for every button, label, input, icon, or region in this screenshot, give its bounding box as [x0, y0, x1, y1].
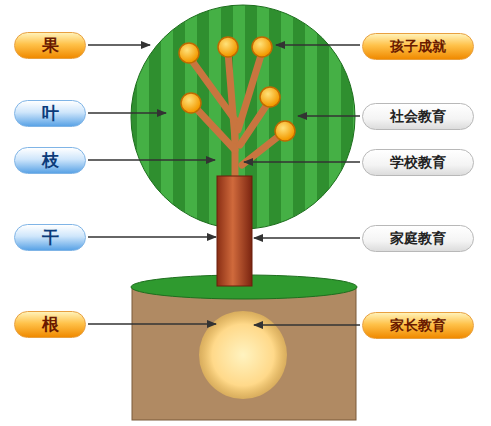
meaning-label: 家庭教育: [362, 225, 474, 252]
label-text: 果: [42, 34, 59, 57]
part-label: 果: [14, 32, 86, 59]
soil: [132, 288, 356, 420]
label-text: 家长教育: [390, 317, 446, 335]
branches: [190, 52, 284, 180]
fruits: [179, 37, 295, 141]
meaning-label: 社会教育: [362, 103, 474, 130]
leader-arrows: [88, 45, 360, 325]
label-text: 叶: [42, 102, 59, 125]
meaning-label: 学校教育: [362, 149, 474, 176]
label-text: 干: [42, 226, 59, 249]
trunk: [217, 176, 252, 286]
label-text: 社会教育: [390, 108, 446, 126]
label-text: 学校教育: [390, 154, 446, 172]
part-label: 枝: [14, 147, 86, 174]
label-text: 枝: [42, 149, 59, 172]
part-label: 叶: [14, 100, 86, 127]
meaning-label: 孩子成就: [362, 33, 474, 60]
label-text: 根: [42, 313, 59, 336]
part-label: 干: [14, 224, 86, 251]
part-label: 根: [14, 311, 86, 338]
label-text: 家庭教育: [390, 230, 446, 248]
label-text: 孩子成就: [390, 38, 446, 56]
meaning-label: 家长教育: [362, 312, 474, 339]
